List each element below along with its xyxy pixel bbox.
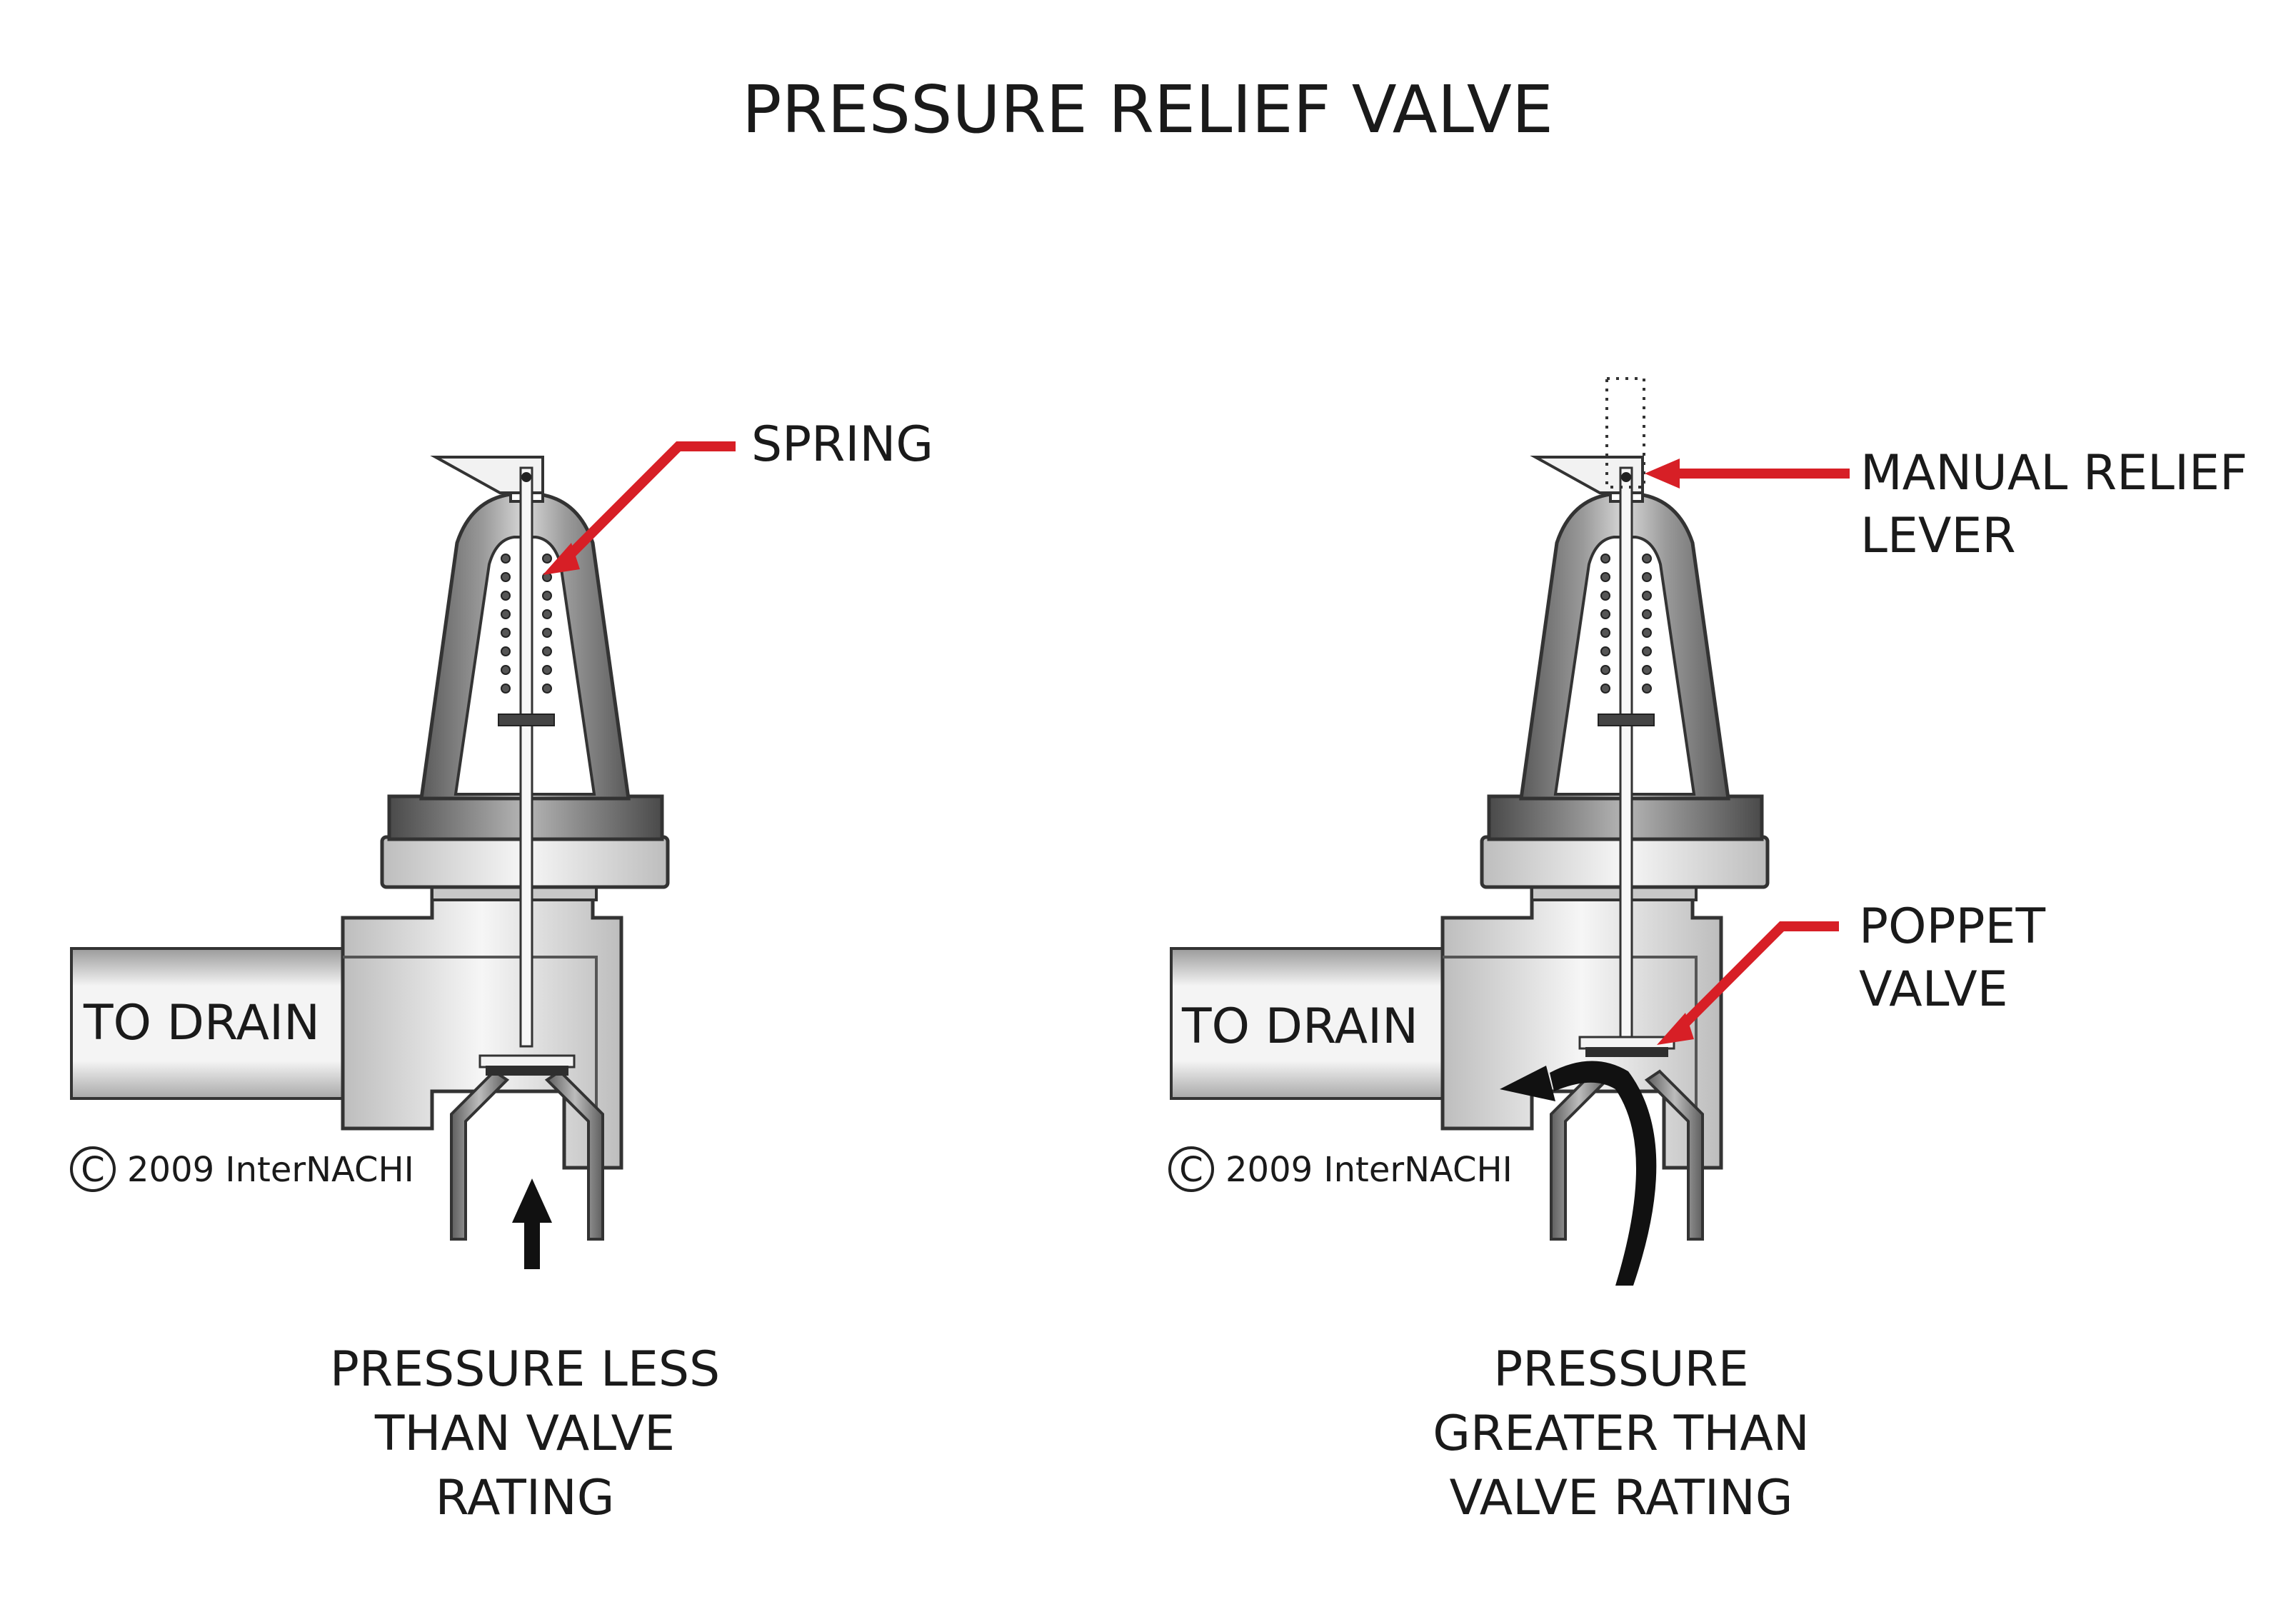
spring-label: SPRING xyxy=(751,416,933,473)
caption-right-line-1: PRESSURE xyxy=(1493,1341,1749,1398)
copyright-text: 2009 InterNACHI xyxy=(127,1150,414,1190)
poppet-valve-label-line-2: VALVE xyxy=(1859,961,2008,1018)
poppet-valve-closed xyxy=(478,1054,576,1076)
manual-relief-lever-label-line-2: LEVER xyxy=(1860,508,2016,564)
to-drain-label-left: TO DRAIN xyxy=(83,995,320,1051)
copyright-symbol: C xyxy=(1179,1150,1203,1190)
caption-right-line-2: GREATER THAN xyxy=(1433,1406,1810,1462)
manual-relief-lever-label-line-1: MANUAL RELIEF xyxy=(1860,445,2247,501)
copyright-left: C 2009 InterNACHI xyxy=(70,1146,414,1192)
copyright-symbol: C xyxy=(81,1150,105,1190)
copyright-circle xyxy=(70,1146,116,1192)
left-valve-closed: TO DRAIN SPRING C 2009 InterNACHI PRESSU… xyxy=(71,416,933,1526)
relief-flow-arrowhead xyxy=(1500,1066,1555,1101)
copyright-right: C 2009 InterNACHI xyxy=(1168,1146,1513,1192)
poppet-callout xyxy=(1657,921,1839,1045)
copyright-circle xyxy=(1168,1146,1214,1192)
to-drain-label-right: TO DRAIN xyxy=(1181,998,1418,1055)
poppet-valve-label-line-1: POPPET xyxy=(1859,898,2046,955)
caption-left-line-3: RATING xyxy=(436,1470,615,1526)
page-title: PRESSURE RELIEF VALVE xyxy=(742,71,1553,148)
relief-flow-arrow xyxy=(1550,1061,1657,1286)
inlet-pressure-arrow xyxy=(512,1178,552,1269)
lever-raised-outline xyxy=(1605,377,1645,489)
lever-callout xyxy=(1645,459,1850,489)
right-valve-open: TO DRAIN MANUAL RELIEF LEVER POPPET VALV… xyxy=(1168,377,2247,1526)
caption-right-line-3: VALVE RATING xyxy=(1449,1470,1793,1526)
spring-callout xyxy=(543,441,736,575)
caption-left-line-2: THAN VALVE xyxy=(374,1406,675,1462)
copyright-text: 2009 InterNACHI xyxy=(1225,1150,1513,1190)
poppet-valve-open xyxy=(1578,1036,1675,1057)
caption-left-line-1: PRESSURE LESS xyxy=(330,1341,720,1398)
